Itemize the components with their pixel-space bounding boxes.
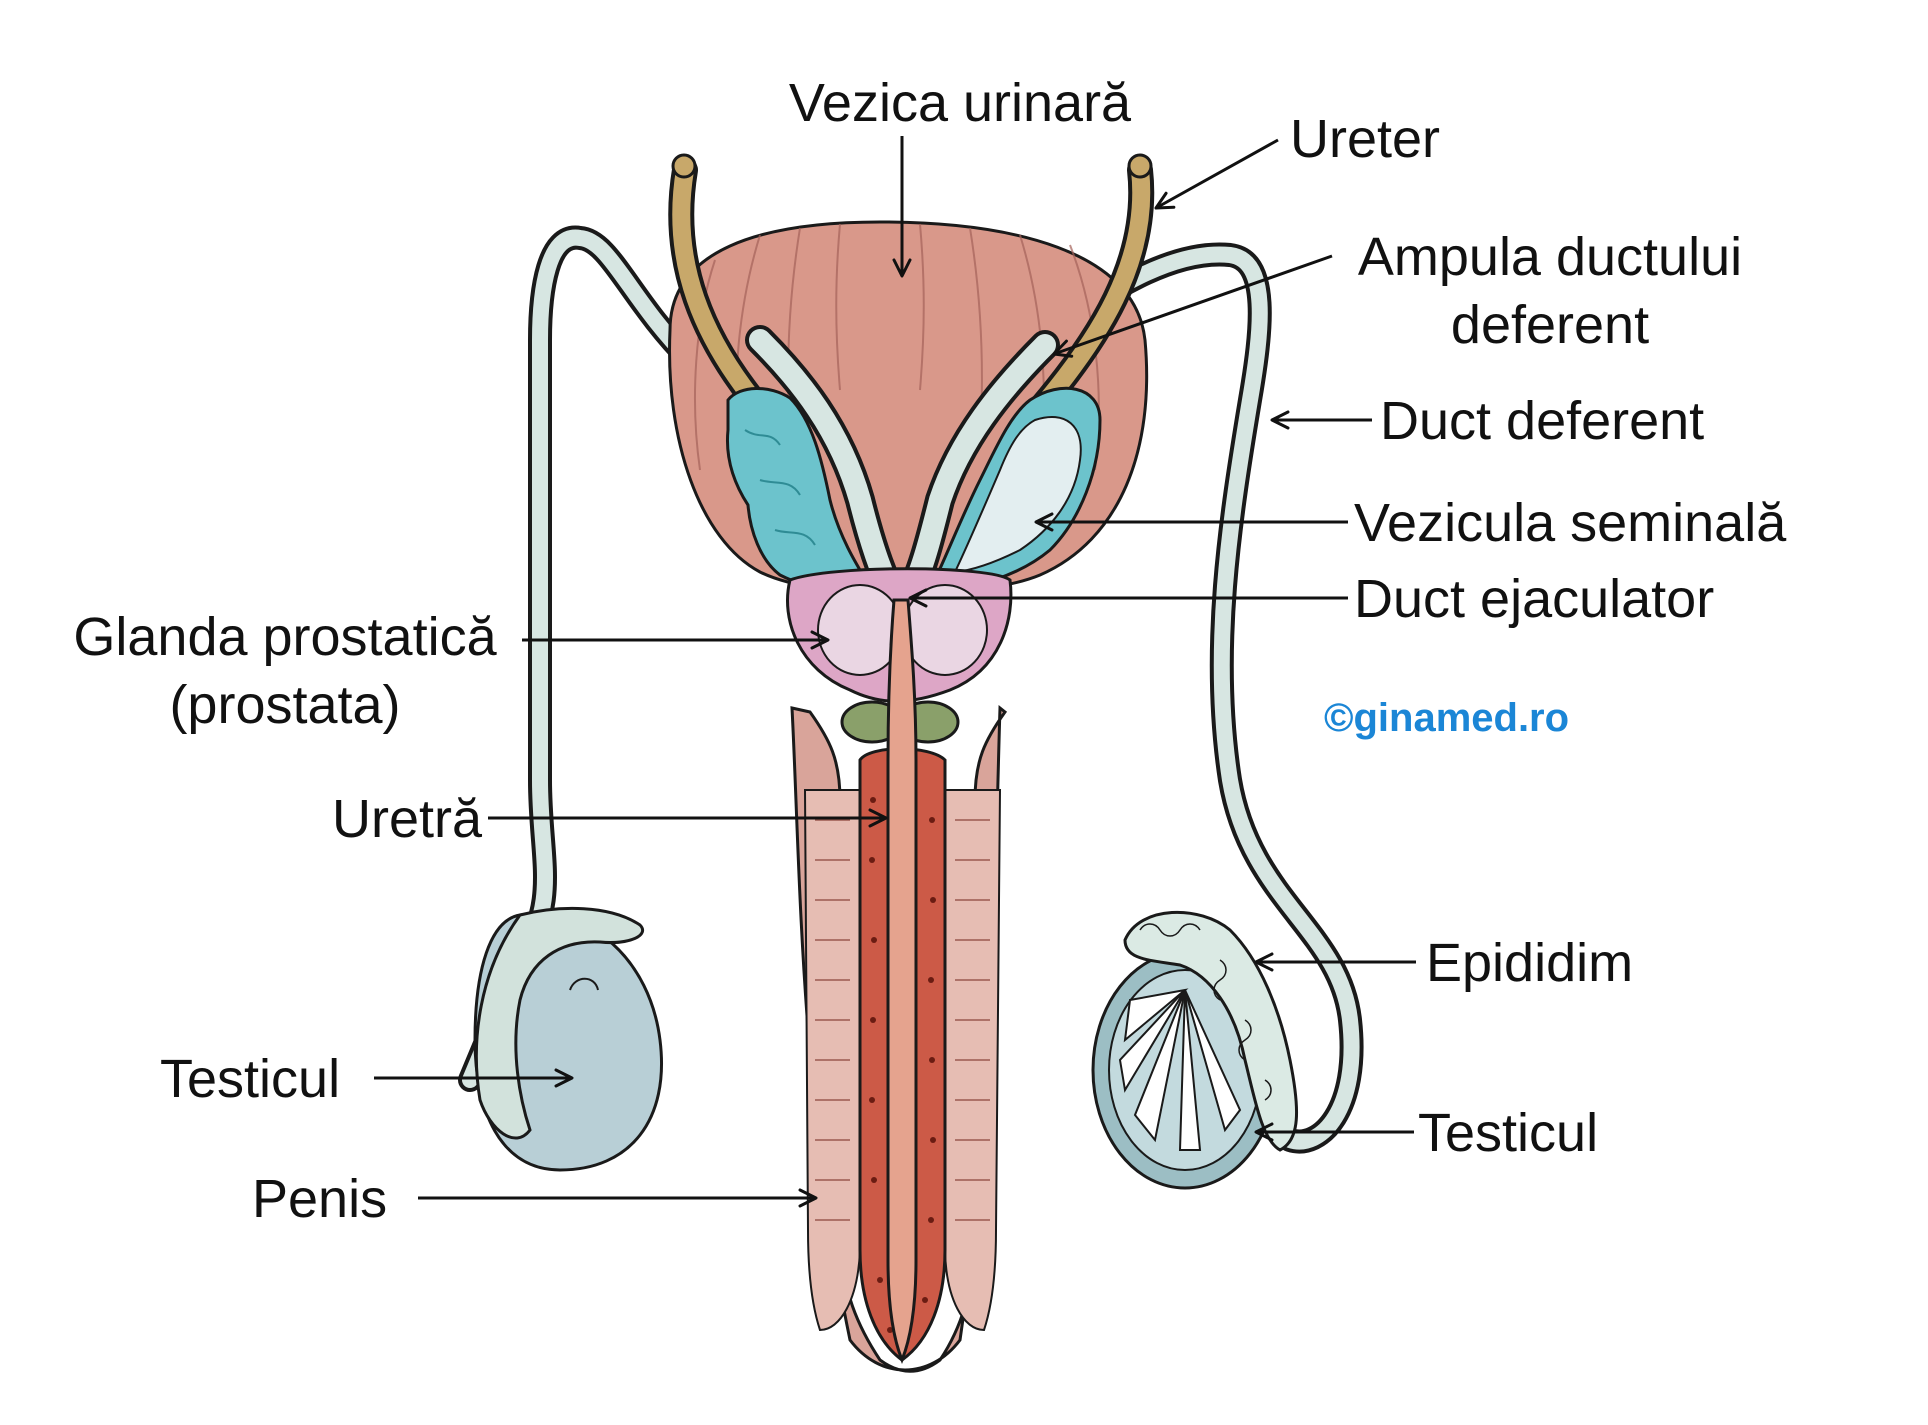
label-ampulla-line2: deferent bbox=[1450, 295, 1650, 355]
epididymis-right bbox=[1123, 910, 1298, 1152]
label-prostate-line2: (prostata) bbox=[169, 675, 401, 735]
label-testis-left: Testicul bbox=[160, 1049, 341, 1109]
label-ejaculatory-duct: Duct ejaculator bbox=[1354, 569, 1715, 629]
credit-watermark: ©ginamed.ro bbox=[1324, 696, 1570, 740]
label-testis-right: Testicul bbox=[1418, 1103, 1599, 1163]
leader-ampulla bbox=[1052, 254, 1333, 358]
epididymis-left bbox=[474, 906, 644, 1140]
label-urethra: Uretră bbox=[331, 789, 482, 849]
urethra-shape bbox=[886, 598, 918, 1365]
label-vas-deferens: Duct deferent bbox=[1380, 391, 1705, 451]
label-prostate-line1: Glanda prostatică bbox=[73, 607, 497, 667]
leader-ureter bbox=[1154, 138, 1279, 210]
leader-lines bbox=[374, 136, 1416, 1208]
label-epididymis: Epididim bbox=[1426, 933, 1634, 993]
label-seminal-vesicle: Vezicula seminală bbox=[1354, 493, 1787, 553]
label-ureter: Ureter bbox=[1290, 109, 1441, 169]
label-bladder: Vezica urinară bbox=[788, 73, 1132, 133]
label-ampulla-line1: Ampula ductului bbox=[1357, 227, 1743, 287]
label-penis: Penis bbox=[252, 1169, 388, 1229]
